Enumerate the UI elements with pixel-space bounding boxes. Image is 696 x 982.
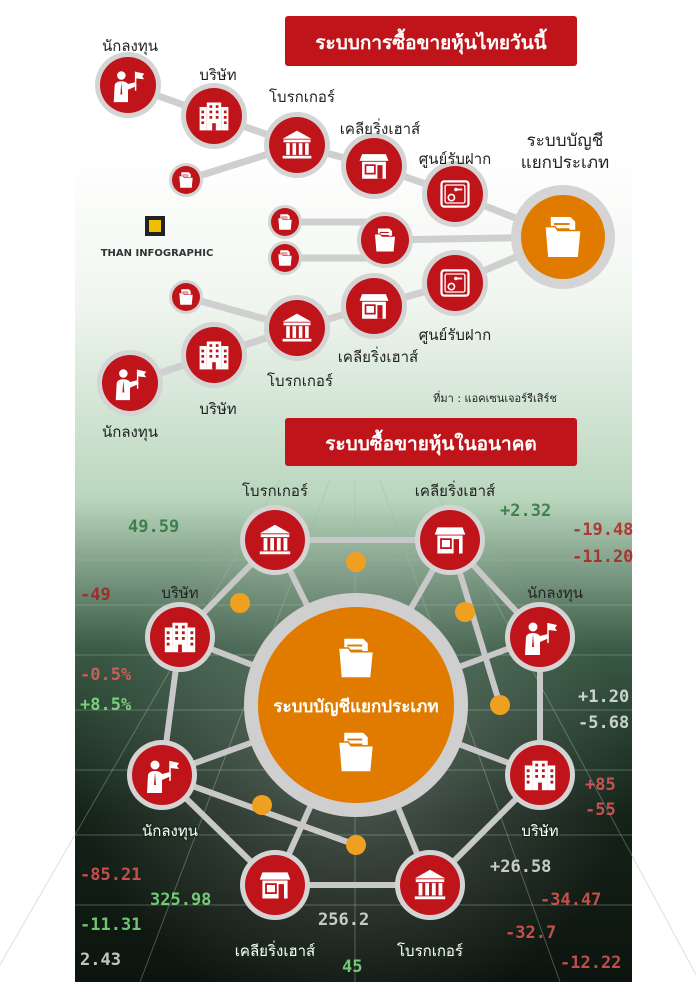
board-number: 2.43: [80, 950, 121, 970]
node-ledger-small: [169, 280, 203, 314]
node-investor: [95, 52, 161, 118]
center-label: ระบบบัญชีแยกประเภท: [273, 696, 438, 717]
board-number: -49: [80, 585, 111, 605]
board-number: -11.20: [572, 547, 633, 567]
node-ledger-medium: [357, 212, 413, 268]
board-number: 45: [342, 957, 362, 977]
board-number: 325.98: [150, 890, 211, 910]
label-broker: โบรกเกอร์: [242, 482, 308, 500]
top-labels: นักลงทุน บริษัท โบรกเกอร์ เคลียริ่งเฮาส์…: [102, 37, 609, 442]
label-company: บริษัท: [521, 822, 558, 840]
node-broker: [264, 295, 330, 361]
label-company: บริษัท: [199, 400, 236, 418]
folder-icon: [373, 227, 397, 253]
source-note: ที่มา : แอคเซนเจอร์รีเสิร์ช: [433, 390, 557, 405]
board-number: -19.48: [572, 520, 633, 540]
node-clearing-house: [240, 850, 310, 920]
bottom-junction-dots: [230, 552, 510, 855]
bottom-nodes: [127, 505, 575, 920]
board-number: -32.7: [505, 923, 556, 943]
junction-dot: [346, 835, 366, 855]
label-accounts-2: แยกประเภท: [521, 153, 610, 173]
board-number: -5.68: [578, 713, 629, 733]
bottom-title: ระบบซื้อขายหุ้นในอนาคต: [325, 429, 537, 456]
board-number: -12.22: [560, 953, 621, 973]
shop-icon: [433, 526, 467, 555]
folder-icon: [277, 249, 293, 267]
shop-icon: [358, 153, 390, 180]
bottom-title-banner: ระบบซื้อขายหุ้นในอนาคต: [285, 418, 577, 466]
node-broker: [240, 505, 310, 575]
node-accounts-ledger: [511, 185, 615, 289]
folder-icon: [337, 731, 375, 773]
junction-dot: [490, 695, 510, 715]
node-investor: [97, 350, 163, 416]
junction-dot: [346, 552, 366, 572]
node-company: [181, 322, 247, 388]
shop-icon: [358, 293, 390, 320]
label-clearing-house: เคลียริ่งเฮาส์: [235, 940, 315, 960]
label-clearing-house: เคลียริ่งเฮาส์: [415, 480, 495, 500]
junction-dot: [230, 593, 250, 613]
junction-dot: [252, 795, 272, 815]
node-investor: [505, 602, 575, 672]
shop-icon: [258, 871, 292, 900]
folder-icon: [277, 213, 293, 231]
board-number: -85.21: [80, 865, 141, 885]
board-number: +8.5%: [80, 695, 132, 715]
node-clearing-house: [341, 133, 407, 199]
junction-dot: [455, 602, 475, 622]
label-investor: นักลงทุน: [527, 584, 583, 603]
label-clearing-house: เคลียริ่งเฮาส์: [338, 346, 418, 366]
board-number: +1.20: [578, 687, 629, 707]
node-clearing-house: [415, 505, 485, 575]
node-ledger-small: [268, 205, 302, 239]
board-number: -11.31: [80, 915, 141, 935]
board-number: -55: [585, 800, 616, 820]
board-number: -0.5%: [80, 665, 132, 685]
label-company: บริษัท: [199, 66, 236, 84]
folder-icon: [178, 171, 194, 189]
label-broker: โบรกเกอร์: [267, 372, 333, 390]
label-depository: ศูนย์รับฝาก: [419, 326, 491, 344]
node-depository: [422, 250, 488, 316]
label-investor: นักลงทุน: [102, 423, 158, 442]
board-number: +85: [585, 775, 616, 795]
node-clearing-house: [341, 273, 407, 339]
board-number: 49.59: [128, 517, 179, 537]
node-company: [181, 83, 247, 149]
top-title: ระบบการซื้อขายหุ้นไทยวันนี้: [315, 28, 548, 55]
board-number: -34.47: [540, 890, 601, 910]
board-number: +26.58: [490, 857, 551, 877]
node-investor: [127, 740, 197, 810]
label-accounts-1: ระบบบัญชี: [527, 131, 604, 151]
folder-icon: [543, 215, 583, 259]
label-investor: นักลงทุน: [102, 37, 158, 56]
top-nodes: [95, 52, 615, 416]
label-investor: นักลงทุน: [142, 822, 198, 841]
label-company: บริษัท: [161, 584, 198, 602]
bottom-labels: โบรกเกอร์ เคลียริ่งเฮาส์ บริษัท นักลงทุน…: [141, 480, 584, 962]
label-depository: ศูนย์รับฝาก: [419, 150, 491, 168]
label-broker: โบรกเกอร์: [269, 88, 335, 106]
folder-icon: [337, 637, 375, 679]
top-title-banner: ระบบการซื้อขายหุ้นไทยวันนี้: [285, 16, 577, 66]
label-broker: โบรกเกอร์: [397, 942, 463, 960]
node-broker: [395, 850, 465, 920]
node-ledger-small: [268, 241, 302, 275]
node-broker: [264, 112, 330, 178]
label-clearing-house: เคลียริ่งเฮาส์: [340, 118, 420, 138]
node-company: [145, 602, 215, 672]
node-depository: [422, 161, 488, 227]
than-infographic-logo: THAN INFOGRAPHIC: [101, 216, 214, 259]
stock-board-numbers: +1.20 -19.48 -11.20 -5.68 +85 -55 +26.58…: [80, 501, 633, 977]
folder-icon: [178, 288, 194, 306]
center-accounts-ledger: ระบบบัญชีแยกประเภท: [244, 593, 468, 817]
node-ledger-small: [169, 163, 203, 197]
board-number: +2.32: [500, 501, 551, 521]
logo-text: THAN INFOGRAPHIC: [101, 248, 214, 259]
node-company: [505, 740, 575, 810]
board-number: 256.2: [318, 910, 369, 930]
